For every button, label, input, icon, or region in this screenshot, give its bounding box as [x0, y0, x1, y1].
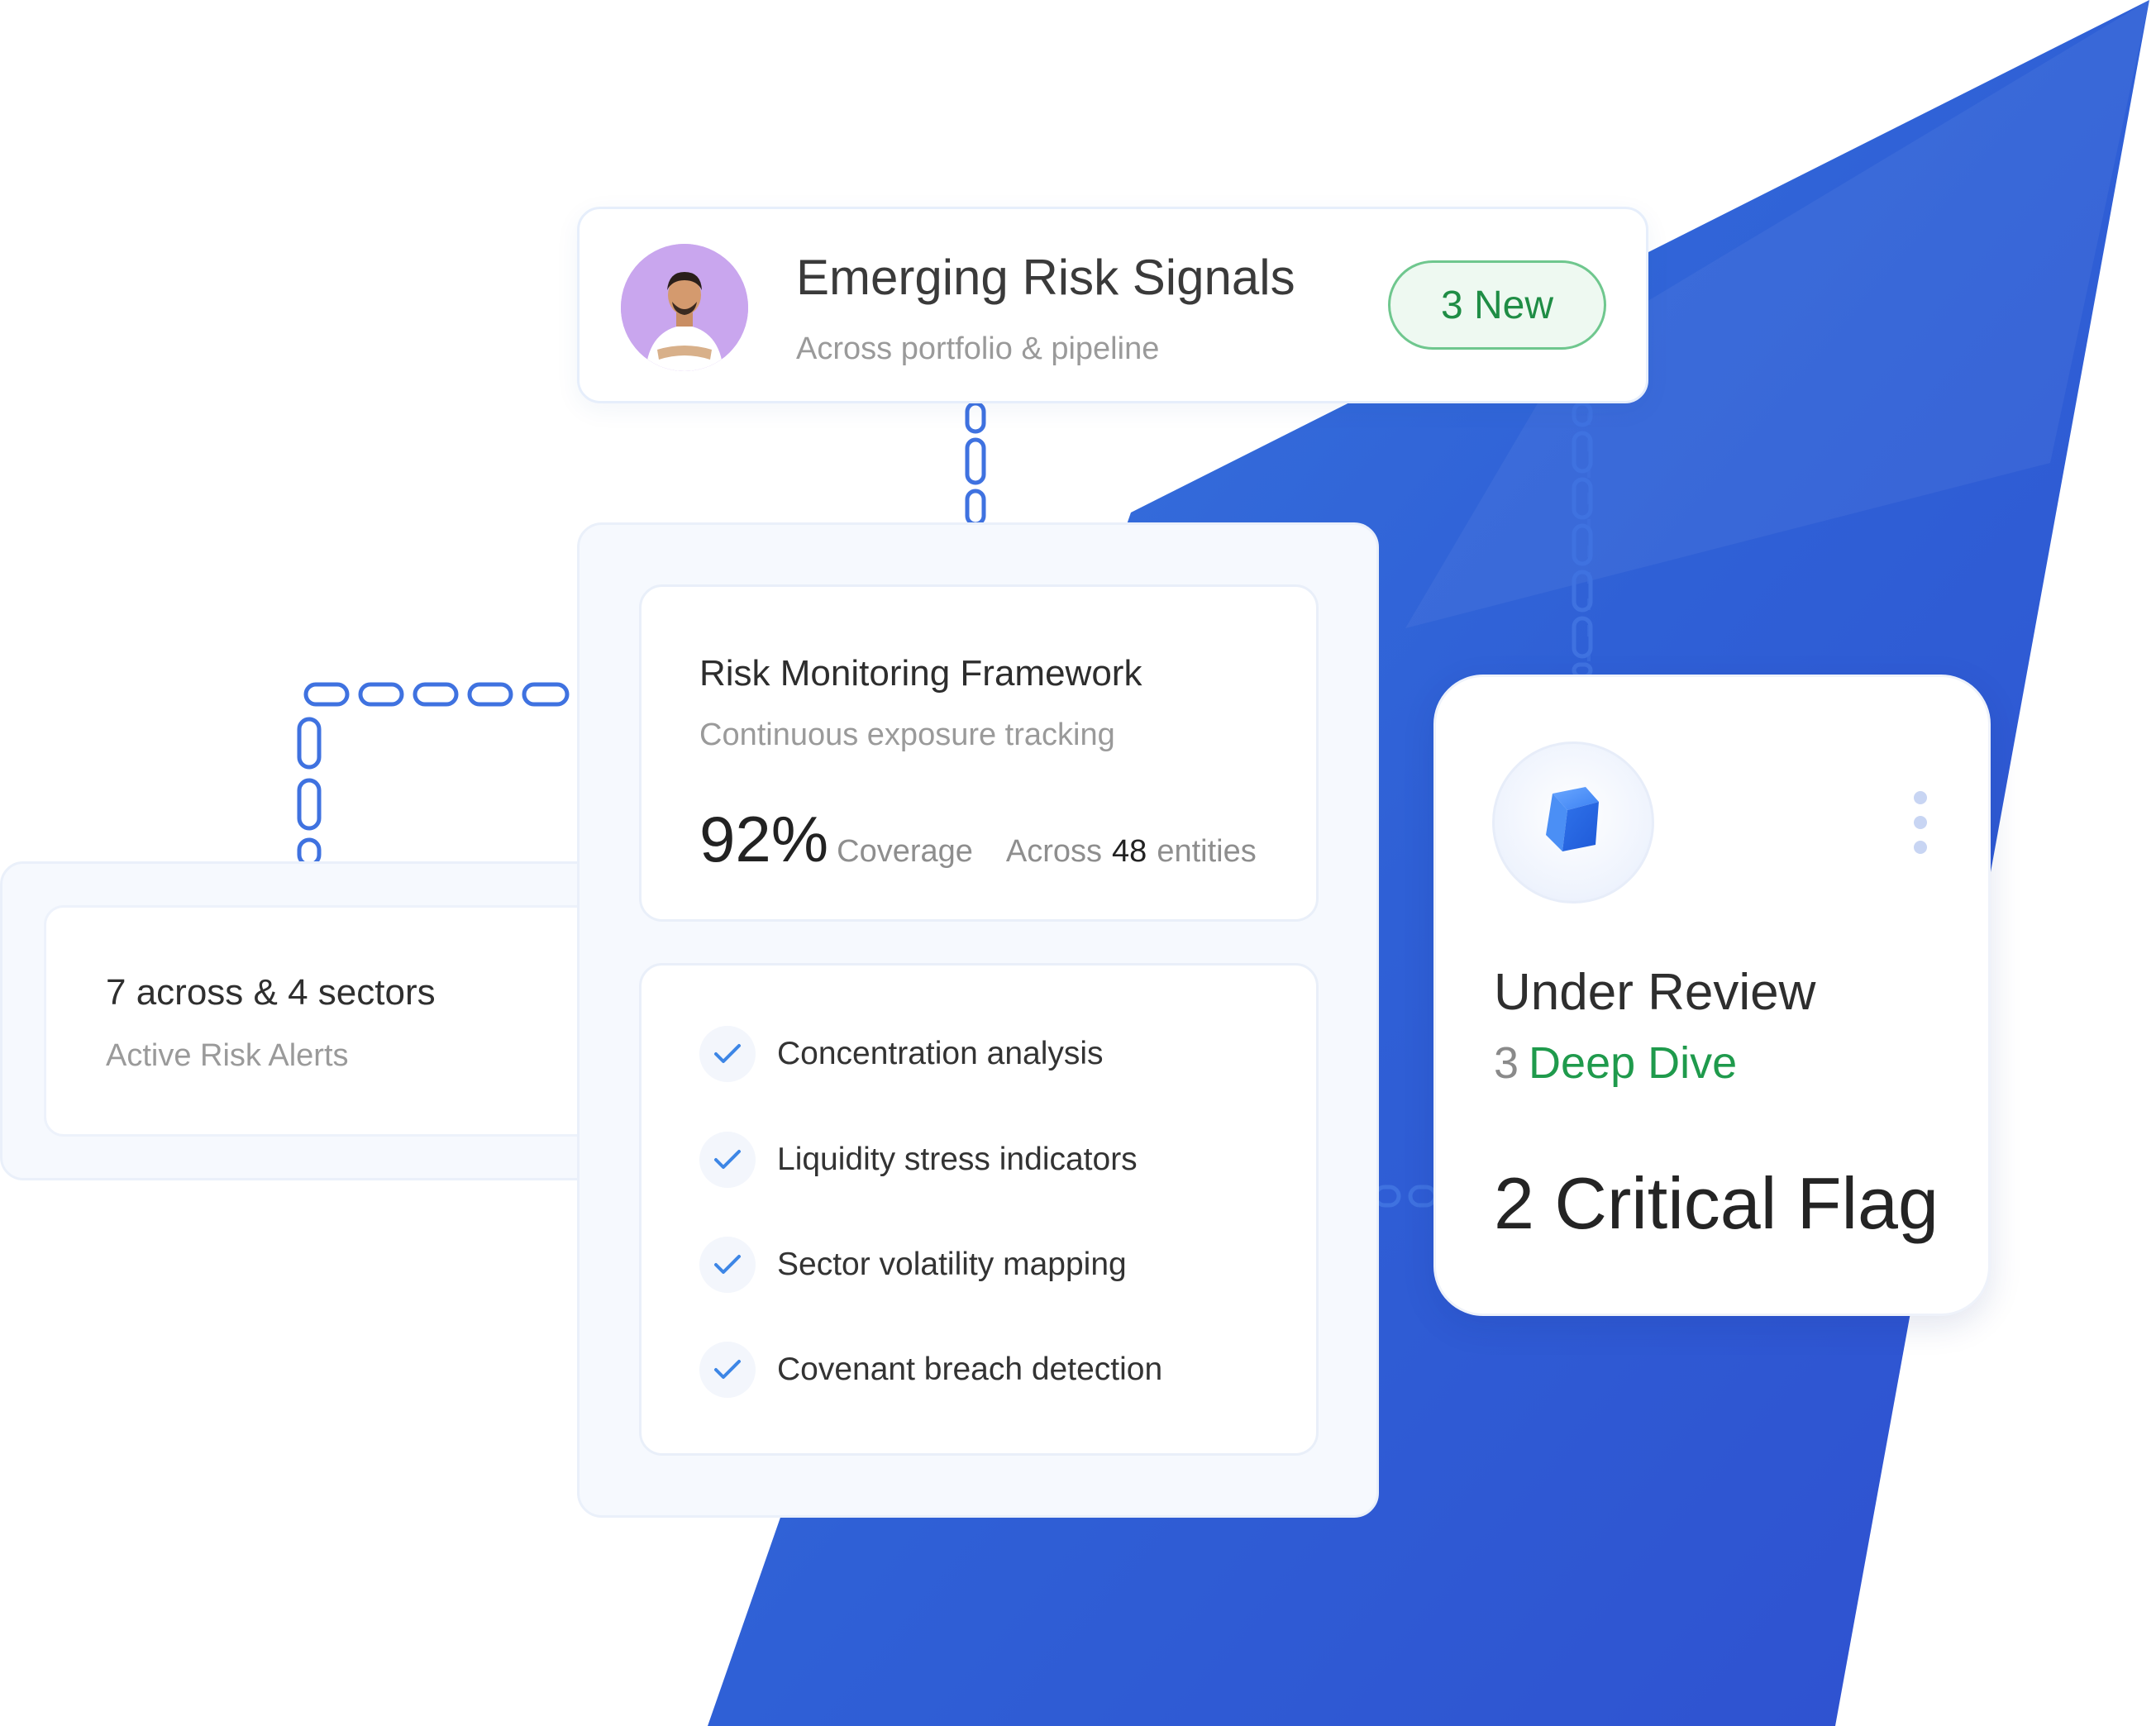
- risk-alerts-card[interactable]: 7 across & 4 sectors Active Risk Alerts: [0, 861, 628, 1180]
- cube-icon: [1492, 741, 1654, 904]
- person-icon: [621, 244, 748, 371]
- list-item[interactable]: Sector volatility mapping: [699, 1236, 1127, 1294]
- framework-subtitle: Continuous exposure tracking: [699, 718, 1115, 752]
- check-icon: [699, 1026, 756, 1082]
- risk-signals-card[interactable]: Emerging Risk Signals Across portfolio &…: [577, 207, 1648, 403]
- review-title: Under Review: [1494, 964, 1816, 1021]
- list-item-label: Concentration analysis: [777, 1036, 1104, 1071]
- critical-flag-count: 2 Critical Flag: [1494, 1162, 1939, 1244]
- framework-checklist: Concentration analysis Liquidity stress …: [639, 963, 1319, 1456]
- alerts-subtitle: Active Risk Alerts: [106, 1038, 349, 1073]
- user-avatar: [621, 244, 748, 371]
- signals-subtitle: Across portfolio & pipeline: [796, 331, 1160, 366]
- list-item[interactable]: Concentration analysis: [699, 1025, 1104, 1083]
- risk-alerts-inner: 7 across & 4 sectors Active Risk Alerts: [44, 905, 622, 1137]
- framework-title: Risk Monitoring Framework: [699, 653, 1142, 694]
- deep-dive-count: 3: [1494, 1038, 1519, 1088]
- alerts-title: 7 across & 4 sectors: [106, 972, 436, 1013]
- entity-count: 48: [1112, 834, 1147, 869]
- list-item-label: Liquidity stress indicators: [777, 1142, 1138, 1177]
- signals-title: Emerging Risk Signals: [796, 250, 1295, 305]
- check-icon: [699, 1237, 756, 1293]
- list-item[interactable]: Covenant breach detection: [699, 1341, 1162, 1399]
- risk-framework-card[interactable]: Risk Monitoring Framework Continuous exp…: [577, 522, 1379, 1518]
- deep-dive-tag: Deep Dive: [1529, 1038, 1738, 1088]
- coverage-label: Coverage: [837, 834, 973, 869]
- framework-stats: 92% Coverage Across 48 entities: [699, 802, 1257, 877]
- across-label: Across: [1005, 834, 1103, 869]
- list-item-label: Covenant breach detection: [777, 1352, 1163, 1387]
- check-icon: [699, 1342, 756, 1398]
- new-signals-badge[interactable]: 3 New: [1388, 260, 1606, 350]
- entity-label: entities: [1157, 834, 1257, 869]
- list-item[interactable]: Liquidity stress indicators: [699, 1131, 1138, 1189]
- coverage-value: 92%: [699, 803, 829, 875]
- list-item-label: Sector volatility mapping: [777, 1247, 1127, 1282]
- more-options-icon[interactable]: [1912, 789, 1929, 856]
- check-icon: [699, 1132, 756, 1188]
- framework-summary: Risk Monitoring Framework Continuous exp…: [639, 584, 1319, 922]
